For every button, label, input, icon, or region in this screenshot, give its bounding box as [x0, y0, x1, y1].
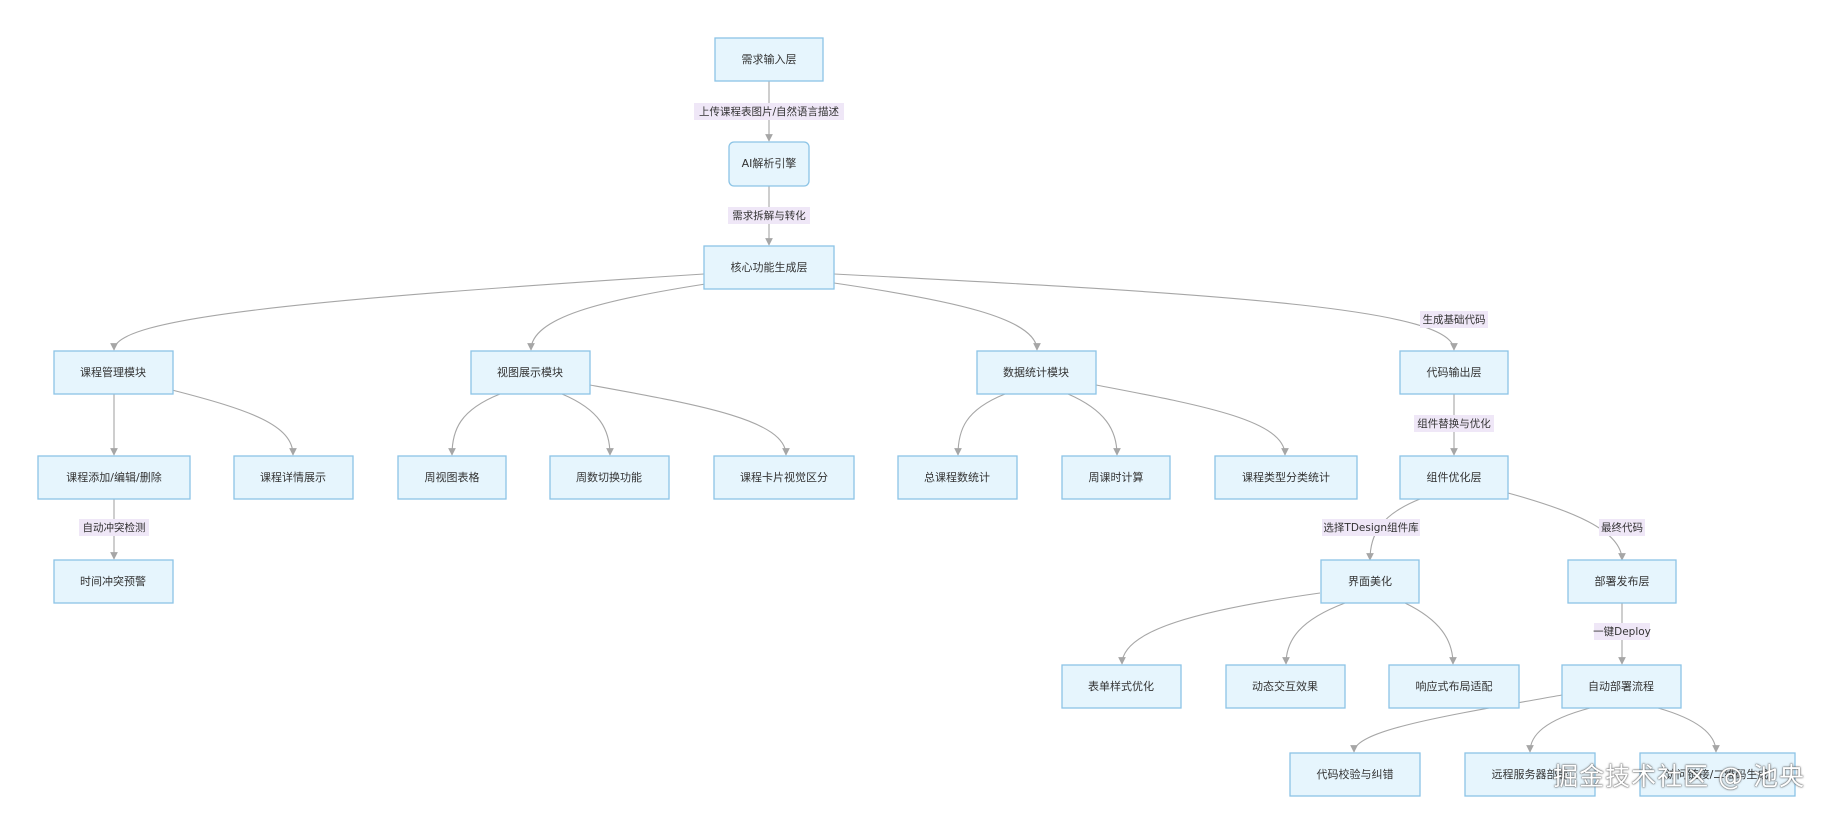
edge-ui-form	[1118, 592, 1321, 665]
edge-ui-resp	[1404, 602, 1457, 665]
svg-text:生成基础代码: 生成基础代码	[1423, 313, 1486, 326]
edge-compopt-deploy	[1507, 492, 1626, 561]
edge-label-autocheck: 自动冲突检测	[79, 519, 149, 536]
edge-view-weekview	[448, 393, 501, 456]
node-remote[interactable]: 远程服务器部署	[1464, 752, 1596, 797]
edge-label-gen: 生成基础代码	[1420, 311, 1488, 328]
node-conflict[interactable]: 时间冲突预警	[53, 559, 174, 604]
svg-text:总课程数统计: 总课程数统计	[924, 470, 990, 484]
edge-label-upload: 上传课程表图片/自然语言描述	[694, 103, 844, 120]
svg-text:代码校验与纠错: 代码校验与纠错	[1317, 767, 1394, 781]
edge-core-view	[527, 282, 713, 351]
svg-text:最终代码: 最终代码	[1601, 521, 1643, 534]
svg-text:自动部署流程: 自动部署流程	[1588, 679, 1654, 693]
svg-text:AI解析引擎: AI解析引擎	[742, 156, 797, 170]
edge-view-weekswitch	[561, 393, 614, 456]
edge-core-course	[110, 273, 705, 351]
svg-text:数据统计模块: 数据统计模块	[1003, 365, 1069, 379]
edge-autodeploy-qr	[1657, 707, 1720, 753]
svg-text:课程管理模块: 课程管理模块	[80, 365, 146, 379]
node-autodeploy[interactable]: 自动部署流程	[1561, 664, 1682, 709]
svg-text:表单样式优化: 表单样式优化	[1088, 679, 1154, 693]
node-stats[interactable]: 数据统计模块	[976, 350, 1097, 395]
svg-text:课程添加/编辑/删除: 课程添加/编辑/删除	[66, 470, 161, 484]
svg-text:课程卡片视觉区分: 课程卡片视觉区分	[740, 470, 828, 484]
svg-text:远程服务器部署: 远程服务器部署	[1492, 767, 1569, 781]
svg-text:需求输入层: 需求输入层	[742, 52, 797, 66]
edge-autodeploy-remote	[1526, 707, 1591, 753]
svg-text:时间冲突预警: 时间冲突预警	[80, 574, 146, 588]
node-lint[interactable]: 代码校验与纠错	[1289, 752, 1421, 797]
node-codeout[interactable]: 代码输出层	[1399, 350, 1509, 395]
node-compopt[interactable]: 组件优化层	[1399, 455, 1509, 500]
svg-text:周课时计算: 周课时计算	[1089, 470, 1144, 484]
svg-text:访问链接/二维码生成: 访问链接/二维码生成	[1666, 767, 1769, 781]
node-ai[interactable]: AI解析引擎	[728, 141, 810, 187]
edge-autodeploy-lint	[1350, 694, 1563, 753]
edge-stats-typestat	[1095, 384, 1289, 456]
node-hours[interactable]: 周课时计算	[1061, 455, 1171, 500]
node-anim[interactable]: 动态交互效果	[1225, 664, 1346, 709]
svg-text:代码输出层: 代码输出层	[1427, 365, 1482, 379]
svg-text:视图展示模块: 视图展示模块	[497, 365, 563, 379]
node-typestat[interactable]: 课程类型分类统计	[1214, 455, 1358, 500]
edge-view-card	[589, 384, 790, 456]
svg-text:一键Deploy: 一键Deploy	[1593, 625, 1651, 638]
svg-text:响应式布局适配: 响应式布局适配	[1416, 679, 1493, 693]
edge-label-tdesign: 选择TDesign组件库	[1322, 519, 1420, 536]
node-weekview[interactable]: 周视图表格	[397, 455, 507, 500]
edge-course-detail	[171, 389, 297, 456]
edge-label-replace: 组件替换与优化	[1414, 415, 1494, 432]
edge-label-final: 最终代码	[1599, 519, 1645, 536]
node-ui[interactable]: 界面美化	[1320, 559, 1420, 604]
node-addedit[interactable]: 课程添加/编辑/删除	[37, 455, 191, 500]
node-qr[interactable]: 访问链接/二维码生成	[1639, 752, 1796, 797]
edge-ui-anim	[1282, 602, 1346, 665]
watermark: 掘金技术社区 @ 池央	[1553, 762, 1805, 791]
svg-text:组件替换与优化: 组件替换与优化	[1417, 417, 1491, 430]
svg-text:周数切换功能: 周数切换功能	[576, 470, 642, 484]
svg-text:选择TDesign组件库: 选择TDesign组件库	[1323, 521, 1418, 534]
edge-stats-hours	[1067, 393, 1121, 456]
node-course[interactable]: 课程管理模块	[53, 350, 174, 395]
edge-label-onekey: 一键Deploy	[1593, 623, 1651, 640]
node-form[interactable]: 表单样式优化	[1061, 664, 1182, 709]
svg-text:部署发布层: 部署发布层	[1595, 574, 1650, 588]
node-resp[interactable]: 响应式布局适配	[1388, 664, 1520, 709]
node-detail[interactable]: 课程详情展示	[233, 455, 354, 500]
svg-text:自动冲突检测: 自动冲突检测	[83, 521, 146, 534]
svg-text:周视图表格: 周视图表格	[425, 470, 480, 484]
node-input[interactable]: 需求输入层	[714, 37, 824, 82]
edge-core-codeout	[833, 273, 1458, 351]
node-total[interactable]: 总课程数统计	[897, 455, 1018, 500]
svg-text:动态交互效果: 动态交互效果	[1252, 679, 1318, 693]
node-card[interactable]: 课程卡片视觉区分	[713, 455, 855, 500]
node-view[interactable]: 视图展示模块	[470, 350, 591, 395]
node-core[interactable]: 核心功能生成层	[703, 245, 835, 290]
edge-stats-total	[954, 393, 1006, 456]
svg-text:组件优化层: 组件优化层	[1427, 470, 1482, 484]
svg-text:课程类型分类统计: 课程类型分类统计	[1242, 470, 1330, 484]
svg-text:界面美化: 界面美化	[1348, 574, 1392, 588]
svg-text:需求拆解与转化: 需求拆解与转化	[732, 209, 806, 222]
node-weekswitch[interactable]: 周数切换功能	[549, 455, 670, 500]
edge-core-stats	[833, 282, 1041, 351]
node-deploy[interactable]: 部署发布层	[1567, 559, 1677, 604]
svg-text:核心功能生成层: 核心功能生成层	[731, 260, 808, 274]
svg-text:课程详情展示: 课程详情展示	[260, 470, 326, 484]
svg-text:上传课程表图片/自然语言描述: 上传课程表图片/自然语言描述	[699, 105, 840, 118]
edge-label-split: 需求拆解与转化	[728, 207, 810, 224]
